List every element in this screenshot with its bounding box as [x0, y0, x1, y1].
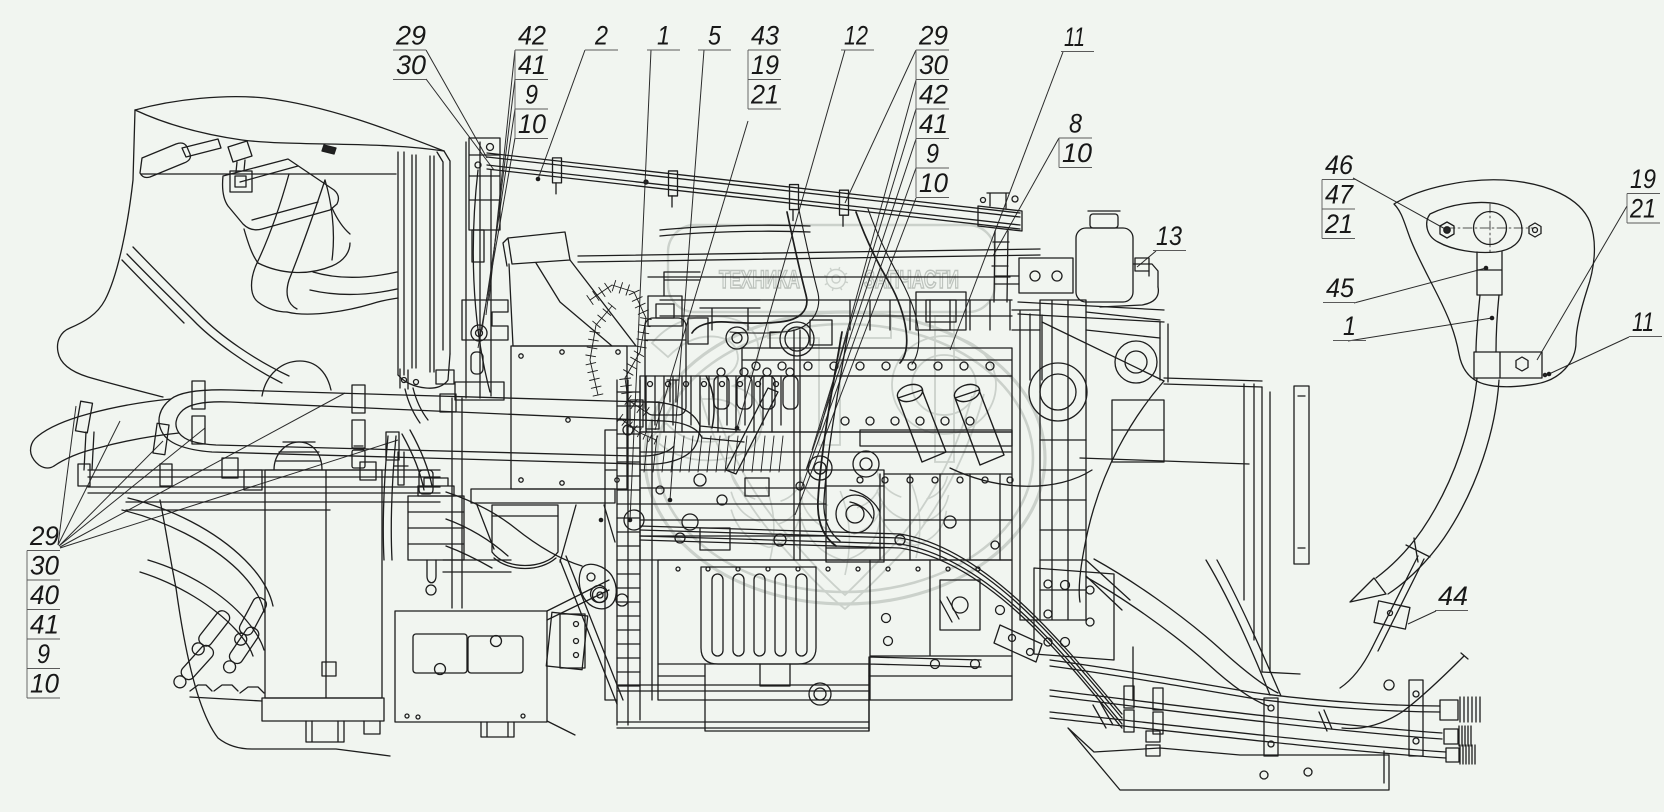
svg-text:19: 19	[1630, 164, 1656, 194]
svg-text:9: 9	[926, 139, 939, 169]
svg-text:42: 42	[518, 21, 546, 51]
svg-text:1: 1	[1343, 311, 1356, 341]
svg-text:30: 30	[396, 50, 426, 80]
svg-text:21: 21	[1629, 194, 1656, 224]
svg-text:41: 41	[518, 50, 546, 80]
svg-text:12: 12	[844, 21, 868, 51]
svg-text:43: 43	[751, 21, 779, 51]
svg-text:21: 21	[750, 80, 779, 110]
svg-text:9: 9	[525, 80, 538, 110]
svg-text:19: 19	[751, 50, 779, 80]
svg-text:29: 29	[395, 21, 426, 51]
svg-text:41: 41	[30, 610, 59, 640]
svg-text:9: 9	[37, 639, 50, 669]
svg-text:10: 10	[1062, 138, 1092, 168]
svg-text:5: 5	[708, 21, 721, 51]
svg-text:11: 11	[1064, 22, 1085, 52]
svg-text:44: 44	[1438, 581, 1468, 611]
svg-text:ЗАПЧАСТИ: ЗАПЧАСТИ	[864, 266, 959, 294]
svg-text:1: 1	[657, 21, 670, 51]
svg-text:11: 11	[1632, 307, 1654, 337]
svg-text:30: 30	[30, 551, 59, 581]
svg-text:29: 29	[918, 21, 948, 51]
svg-text:10: 10	[30, 669, 59, 699]
svg-text:42: 42	[919, 80, 948, 110]
svg-text:29: 29	[29, 521, 59, 551]
svg-text:41: 41	[919, 109, 948, 139]
svg-text:30: 30	[919, 50, 948, 80]
svg-text:21: 21	[1324, 209, 1353, 239]
svg-text:47: 47	[1325, 180, 1354, 210]
svg-text:ТЕХНИКА: ТЕХНИКА	[719, 266, 800, 294]
svg-text:40: 40	[30, 580, 59, 610]
svg-text:45: 45	[1326, 273, 1354, 303]
svg-text:10: 10	[518, 109, 546, 139]
svg-text:2: 2	[594, 21, 608, 51]
svg-text:8: 8	[1069, 109, 1082, 139]
svg-text:13: 13	[1156, 221, 1182, 251]
svg-text:46: 46	[1325, 150, 1353, 180]
svg-text:10: 10	[919, 168, 948, 198]
